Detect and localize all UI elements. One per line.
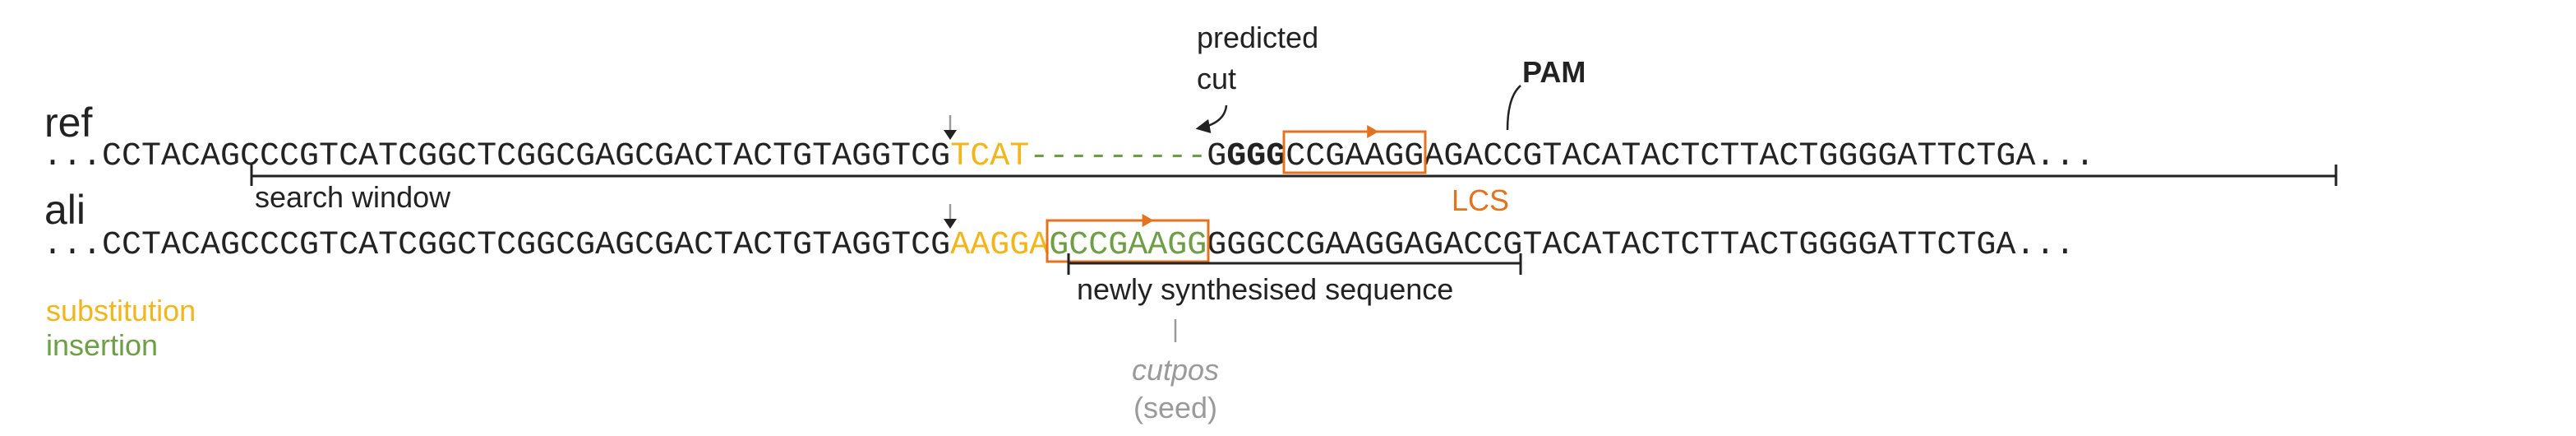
legend-insertion: insertion [46, 328, 158, 362]
newly-synthesised-label: newly synthesised sequence [1077, 272, 1453, 306]
lcs-label: LCS [1452, 183, 1509, 217]
sequence-segment-plain: CCTACAGCCCGTCATCGGCTCGGCGAGCGACTACTGTAGG… [102, 138, 950, 175]
search-window-label: search window [255, 180, 451, 214]
sequence-segment-plain: CCGAAGG [1286, 138, 1424, 175]
sequence-segment-insertion: GCCGAAGG [1049, 227, 1207, 264]
sequence-ellipsis-start: ... [43, 138, 102, 175]
search-window-bracket [250, 165, 2338, 186]
predicted-cut-label-line1: predicted [1197, 21, 1318, 54]
ali-label: ali [44, 187, 85, 233]
ref-cut-marker [944, 130, 957, 140]
predicted-cut-label-line2: cut [1197, 62, 1236, 95]
cutpos-label: cutpos [1132, 353, 1219, 387]
pam-label: PAM [1522, 55, 1586, 89]
seed-label: (seed) [1133, 391, 1217, 424]
ali-sequence: ...CCTACAGCCCGTCATCGGCTCGGCGAGCGACTACTGT… [43, 227, 2075, 264]
pam-pointer [1506, 85, 1521, 131]
sequence-segment-substitution: TCAT [950, 138, 1029, 175]
ali-lcs-direction-arrow [1115, 214, 1154, 227]
sequence-segment-plain: CCTACAGCCCGTCATCGGCTCGGCGAGCGACTACTGTAGG… [102, 227, 950, 264]
ref-sequence: ...CCTACAGCCCGTCATCGGCTCGGCGAGCGACTACTGT… [43, 138, 2094, 175]
sequence-ellipsis-end: ... [2035, 138, 2094, 175]
sequence-segment-plain: GGGCCGAAGGAGACCGTACATACTCTTACTGGGGATTCTG… [1207, 227, 2015, 264]
predicted-cut-pointer [1195, 104, 1228, 134]
newly-synthesised-bracket [1067, 253, 1522, 275]
lcs-arrow-head [1142, 214, 1154, 227]
legend-substitution: substitution [46, 294, 196, 327]
sequence-segment-insertion: --------- [1029, 138, 1207, 175]
ref-lcs-direction-arrow [1343, 125, 1379, 138]
sequence-ellipsis-end: ... [2015, 227, 2075, 264]
ali-cut-marker [944, 219, 957, 229]
sequence-segment-substitution: AAGGA [950, 227, 1049, 264]
ref-label: ref [44, 100, 92, 146]
sequence-segment-plain: G [1207, 138, 1226, 175]
sequence-segment-plain: AGACCGTACATACTCTTACTGGGGATTCTGA [1424, 138, 2035, 175]
sequence-ellipsis-start: ... [43, 227, 102, 264]
sequence-segment-bold: GGG [1226, 138, 1286, 175]
lcs-arrow-head [1367, 125, 1379, 138]
